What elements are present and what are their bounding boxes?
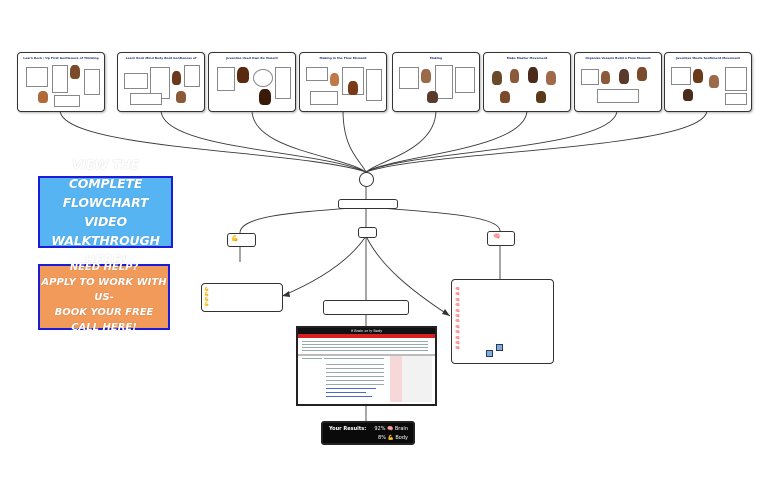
muscle-icon: 💪 [231,235,239,242]
branch-node-brain[interactable]: 🧠 [487,231,515,246]
flowchart-thumbnail[interactable]: Making [392,52,480,112]
flowchart-thumbnail[interactable]: Learn Rock / Up First Gentleness of Thin… [17,52,105,112]
document-preview[interactable]: If Brain or ly Body [296,326,437,406]
flowchart-thumbnail[interactable]: Juveniles Meets Sentiment Movement [664,52,752,112]
flowchart-thumbnail[interactable]: Organize Vessels Build a Flow Moment [574,52,662,112]
book-call-button[interactable]: NEED HELP? APPLY TO WORK WITH US- BOOK Y… [38,262,170,333]
flowchart-thumbnail[interactable]: Juveniles Used Own Be Violent [208,52,296,112]
results-label: Your Results: [329,426,367,432]
result-label-node[interactable] [323,300,409,315]
results-box: Your Results: 92% 🧠 Brain 8% 💪 Body [321,421,415,445]
body-list-box: 💪💪💪💪 [201,283,283,312]
flowchart-thumbnail[interactable]: Making in the Flow Moment [299,52,387,112]
body-score: 8% 💪 Body [378,435,408,441]
small-square-icon [496,344,503,351]
muscle-icon: 💪💪💪💪 [204,286,209,306]
thumbnail-title: Juveniles Used Own Be Violent [226,56,278,60]
flowchart-thumbnail[interactable]: Learn Rock Mind Body Boat Gentleness of … [117,52,205,112]
small-square-icon [486,350,493,357]
cta-line: FLOWCHART VIDEO [62,195,149,229]
thumbnail-title: Organize Vessels Build a Flow Moment [585,56,651,60]
cta-line: NEED HELP? [69,261,139,273]
brain-icon: 🧠 [493,233,501,240]
brain-list-box: 🧠🧠🧠 🧠🧠🧠 🧠🧠🧠 🧠🧠🧠 [451,279,554,364]
cta-line: APPLY TO WORK WITH US- [41,276,167,303]
question-node[interactable] [338,199,398,209]
thumbnail-title: Making in the Flow Moment [319,56,367,60]
cta-line: WALKTHROUGH HERE! [51,233,160,267]
thumbnail-title: Making [429,56,443,60]
thumbnail-title: Juveniles Meets Sentiment Movement [676,56,740,60]
thumbnail-title: Learn Rock Mind Body Boat Gentleness of … [125,56,197,60]
document-header: If Brain or ly Body [350,329,383,333]
thumbnail-title: Learn Rock / Up First Gentleness of Thin… [23,56,99,60]
hub-node [359,172,374,187]
video-walkthrough-button[interactable]: VIEW THE COMPLETE FLOWCHART VIDEO WALKTH… [38,157,173,267]
flowchart-thumbnail[interactable]: Make Master Movement [483,52,571,112]
thumbnail-title: Make Master Movement [506,56,548,60]
brain-icon: 🧠🧠🧠 🧠🧠🧠 🧠🧠🧠 🧠🧠🧠 [455,286,460,351]
cta-line: VIEW THE COMPLETE [68,157,143,191]
brain-score: 92% 🧠 Brain [374,426,408,432]
branch-node-body[interactable]: 💪 [227,233,256,247]
cta-line: BOOK YOUR FREE CALL HERE! [54,306,154,333]
branch-node-middle[interactable] [358,227,377,238]
